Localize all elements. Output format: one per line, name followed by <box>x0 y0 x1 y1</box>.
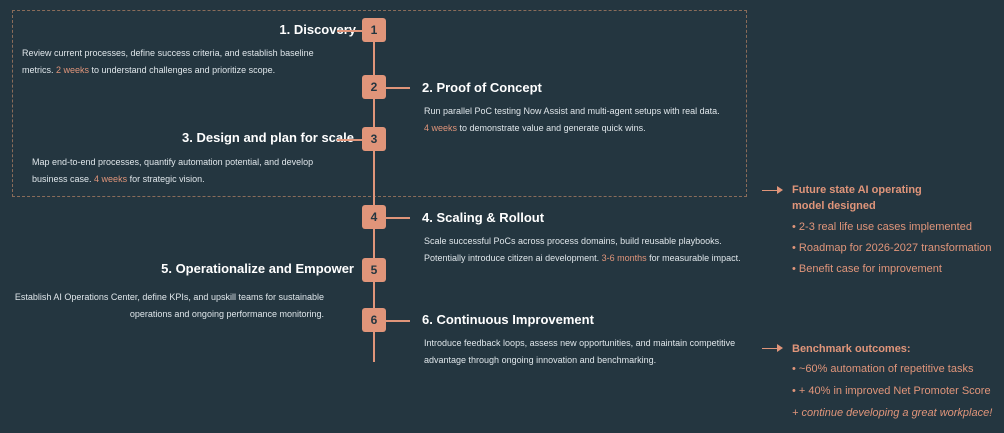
benchmark-arrow-line <box>762 348 778 349</box>
step-4-node: 4 <box>362 205 386 229</box>
benchmark-closing: + continue developing a great workplace! <box>792 407 993 419</box>
benchmark-heading: Benchmark outcomes: <box>792 343 911 355</box>
step-5-desc-pre: operations and ongoing performance monit… <box>129 309 324 319</box>
step-4-desc-post: for measurable impact. <box>646 253 741 263</box>
future-state-arrow-line <box>762 190 778 191</box>
step-2-desc-line1: Run parallel PoC testing Now Assist and … <box>424 106 720 116</box>
step-1-connector <box>337 30 362 32</box>
step-6-connector <box>386 320 410 322</box>
step-1-desc-pre: metrics. <box>22 65 57 75</box>
step-6-node: 6 <box>362 308 386 332</box>
step-3-node: 3 <box>362 127 386 151</box>
step-1-title: 1. Discovery <box>279 22 356 37</box>
step-3-desc-line1: Map end-to-end processes, quantify autom… <box>32 157 314 167</box>
step-4-desc-line1: Scale successful PoCs across process dom… <box>424 236 722 246</box>
step-2-connector <box>386 87 410 89</box>
step-5-title: 5. Operationalize and Empower <box>161 261 354 276</box>
initial-phase-box <box>12 10 747 197</box>
future-state-heading: Future state AI operating model designed <box>792 182 922 214</box>
step-3-connector <box>337 139 362 141</box>
step-4-connector <box>386 217 410 219</box>
step-2-desc-post: to demonstrate value and generate quick … <box>457 123 646 133</box>
step-6-desc-pre: advantage through ongoing innovation and… <box>424 355 657 365</box>
step-5-desc-line1: Establish AI Operations Center, define K… <box>14 292 324 302</box>
step-3-description: Map end-to-end processes, quantify autom… <box>32 154 352 188</box>
step-1-desc-line1: Review current processes, define success… <box>22 48 314 58</box>
step-2-node: 2 <box>362 75 386 99</box>
step-4-duration: 3-6 months <box>601 253 647 263</box>
future-state-heading-line2: model designed <box>792 200 876 212</box>
step-1-description: Review current processes, define success… <box>22 45 342 79</box>
step-3-desc-pre: business case. <box>32 174 95 184</box>
future-state-bullet: • Benefit case for improvement <box>792 263 942 275</box>
benchmark-bullet: • + 40% in improved Net Promoter Score <box>792 385 991 397</box>
future-state-arrow-icon <box>777 186 783 194</box>
step-6-desc-line1: Introduce feedback loops, assess new opp… <box>424 338 736 348</box>
step-2-duration: 4 weeks <box>424 123 458 133</box>
step-4-description: Scale successful PoCs across process dom… <box>424 233 764 267</box>
step-6-title: 6. Continuous Improvement <box>422 312 594 327</box>
step-1-duration: 2 weeks <box>56 65 90 75</box>
step-5-description: Establish AI Operations Center, define K… <box>0 289 324 323</box>
step-6-description: Introduce feedback loops, assess new opp… <box>424 335 764 369</box>
step-2-title: 2. Proof of Concept <box>422 80 542 95</box>
step-1-node: 1 <box>362 18 386 42</box>
benchmark-arrow-icon <box>777 344 783 352</box>
step-1-desc-post: to understand challenges and prioritize … <box>89 65 276 75</box>
step-4-title: 4. Scaling & Rollout <box>422 210 545 225</box>
step-4-desc-pre: Potentially introduce citizen ai develop… <box>424 253 602 263</box>
step-3-title: 3. Design and plan for scale <box>182 130 354 145</box>
future-state-bullet: • 2-3 real life use cases implemented <box>792 221 972 233</box>
step-3-duration: 4 weeks <box>94 174 128 184</box>
step-5-node: 5 <box>362 258 386 282</box>
timeline-spine <box>373 40 375 362</box>
step-2-description: Run parallel PoC testing Now Assist and … <box>424 103 744 137</box>
benchmark-bullet: • ~60% automation of repetitive tasks <box>792 363 974 375</box>
future-state-bullet: • Roadmap for 2026-2027 transformation <box>792 242 992 254</box>
future-state-heading-line1: Future state AI operating <box>792 184 922 196</box>
step-3-desc-post: for strategic vision. <box>127 174 205 184</box>
